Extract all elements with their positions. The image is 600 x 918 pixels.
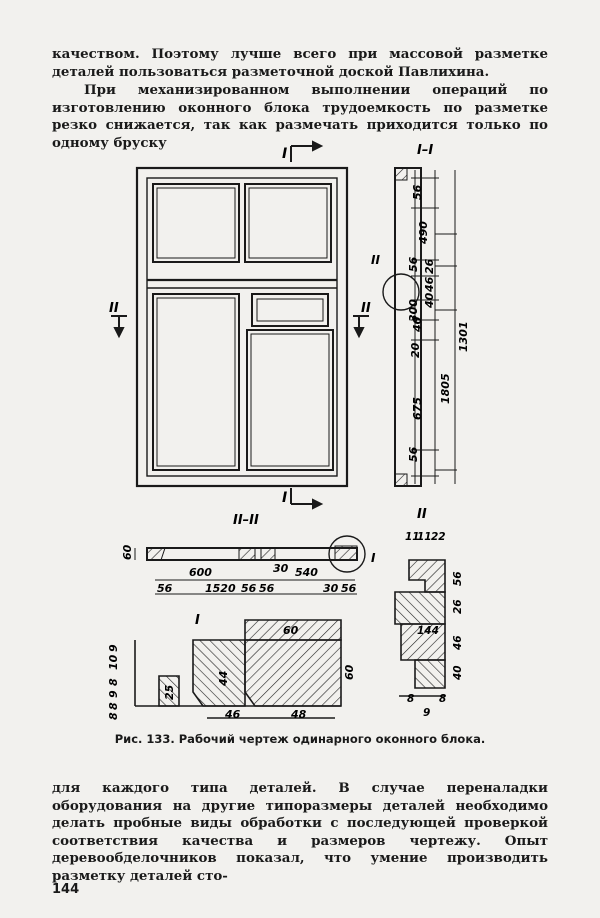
dim: 56 (259, 582, 275, 595)
section-marker-I (290, 140, 324, 510)
dim: 46 (423, 276, 436, 293)
label-I-top: I (282, 146, 287, 162)
dim: 600 (189, 566, 212, 579)
dim: 56 (407, 256, 420, 272)
dim: 56 (157, 582, 173, 595)
detail-I-title: I (195, 613, 200, 628)
dim: 11 (417, 531, 432, 543)
dim: 1805 (439, 373, 452, 404)
front-elevation (135, 166, 349, 488)
dim: 25 (163, 684, 176, 700)
dim: 11 (405, 531, 420, 543)
dim: 60 (283, 624, 299, 637)
detail-II-dims: 11 11 22 56 26 144 46 40 8 8 9 (405, 531, 464, 719)
dim: 40 (411, 316, 424, 333)
dim: 40 (452, 665, 464, 681)
dim: 22 (431, 531, 446, 543)
detail-II-title: II (417, 507, 427, 522)
dim: 46 (452, 635, 464, 651)
dim: 60 (121, 544, 134, 560)
dim: 1520 (205, 582, 236, 595)
dim: 540 (295, 566, 318, 579)
paragraph-3: для каждого типа деталей. В случае перен… (52, 780, 548, 884)
label-I-bottom: I (282, 490, 287, 506)
dim: 26 (452, 599, 464, 614)
dim: 8 (439, 693, 446, 705)
dim: 8 (107, 712, 120, 720)
section-I-I (382, 167, 457, 487)
dim: 40 (423, 292, 436, 309)
dim: 56 (411, 184, 424, 200)
section-marker-II (111, 315, 369, 339)
label-II-left: II (109, 301, 119, 316)
dim: 144 (417, 625, 439, 637)
dim: 44 (217, 671, 230, 687)
dim: 9 (107, 690, 120, 698)
section-I-I-title: I–I (417, 143, 433, 158)
label-II-right: II (361, 301, 371, 316)
dim: 56 (341, 582, 357, 595)
paragraph-1: качеством. Поэтому лучше всего при массо… (52, 46, 548, 80)
dim: 46 (224, 708, 241, 720)
detail-II (394, 559, 446, 697)
callout-II: II (371, 253, 380, 267)
section-II-II-title: II–II (233, 513, 259, 528)
dim: 56 (241, 582, 257, 595)
dim: 9 (423, 707, 430, 719)
dim: 30 (323, 582, 339, 595)
dim: 675 (411, 397, 424, 420)
callout-I: I (371, 551, 376, 565)
dim: 490 (417, 221, 430, 245)
section-II-dims: 60 600 30 540 56 1520 56 56 30 56 (121, 544, 357, 595)
dim: 26 (423, 258, 436, 274)
dim: 8 (407, 693, 414, 705)
dim: 56 (407, 446, 420, 462)
dim: 8 (107, 678, 120, 686)
detail-I-dims: 60 44 25 46 48 60 9 10 8 9 8 8 (107, 624, 356, 720)
dim: 30 (273, 562, 289, 575)
dim: 8 (107, 702, 120, 710)
detail-I (134, 619, 342, 719)
dim: 60 (343, 664, 356, 680)
section-I-dims: 56 490 56 26 46 40 40 300 20 675 1805 56… (407, 184, 470, 462)
figure-caption: Рис. 133. Рабочий чертеж одинарного окон… (114, 732, 486, 746)
dim: 10 (107, 654, 120, 670)
dim: 20 (409, 342, 422, 358)
dim: 56 (452, 571, 464, 586)
dim: 1301 (457, 321, 470, 352)
dim: 9 (107, 644, 120, 652)
dim: 48 (290, 708, 307, 720)
dim: 300 (407, 299, 420, 322)
window-block-drawing: I I II II I–I II 56 490 56 26 46 40 40 (107, 140, 470, 720)
page-number: 144 (52, 882, 80, 897)
paragraph-2: При механизированном выполнении операций… (52, 82, 548, 151)
section-II-II (134, 535, 366, 595)
